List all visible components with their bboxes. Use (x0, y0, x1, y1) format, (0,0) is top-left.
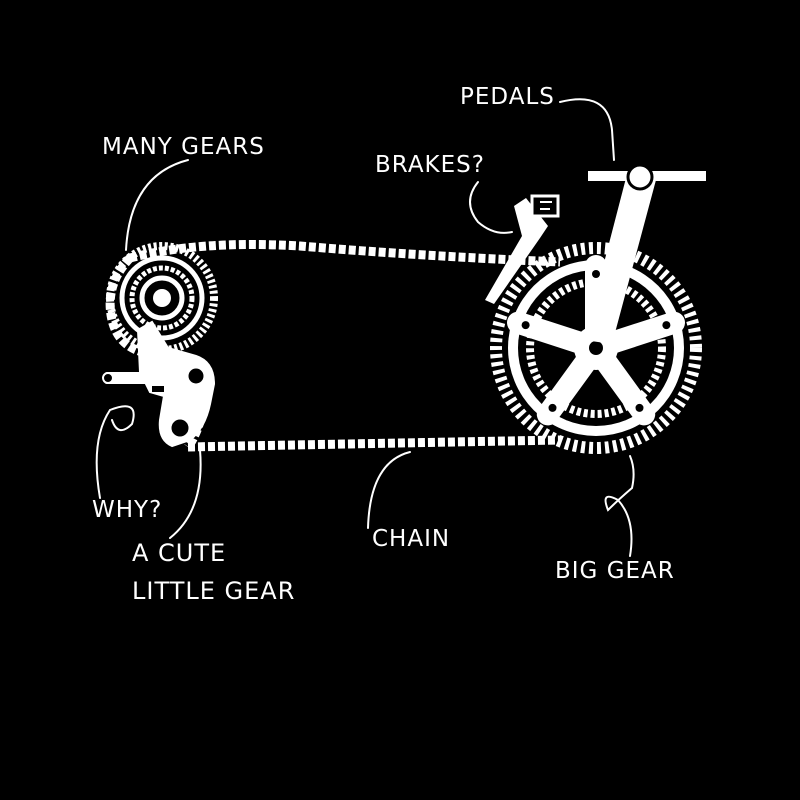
label-cute-gear-line1: A CUTE (132, 539, 227, 567)
leader-lines (95, 98, 635, 557)
label-chain: CHAIN (372, 526, 451, 552)
leader-pedals (559, 98, 615, 161)
derailleur-arm (104, 372, 174, 384)
spider-bolt (592, 270, 600, 278)
jockey-wheel-lower (168, 416, 192, 440)
label-big-gear: BIG GEAR (555, 558, 675, 584)
brake-clamp (530, 194, 560, 218)
derailleur-slot (152, 386, 164, 392)
spider-bolt (521, 321, 530, 330)
leader-cute-gear (169, 449, 202, 539)
label-why: WHY? (92, 497, 163, 523)
label-cute-gear-line2: LITTLE GEAR (132, 577, 296, 605)
leader-big-gear (604, 455, 635, 557)
pedal-axle (626, 163, 654, 191)
brake-arm (485, 198, 548, 304)
leader-many-gears (125, 159, 189, 251)
label-many-gears: MANY GEARS (102, 134, 265, 160)
chain-lower-run (187, 435, 561, 452)
spider-bolt (635, 403, 644, 412)
brake-clamp-mark (540, 201, 552, 210)
leader-brakes (469, 181, 513, 234)
label-brakes: BRAKES? (375, 152, 485, 178)
spider-bolt (548, 403, 557, 412)
derailleur-body (136, 320, 216, 448)
cassette-hub (153, 289, 171, 307)
cassette-ring-4 (139, 275, 185, 321)
cassette-ring-3 (129, 265, 195, 331)
crank-arm (584, 178, 656, 344)
crank-bolt (589, 341, 603, 355)
cassette-outer-teeth (106, 242, 218, 354)
chainring-teeth (490, 242, 702, 454)
crank-and-pedal (584, 163, 706, 344)
rear-derailleur (102, 320, 216, 448)
jockey-wheel-upper (185, 365, 207, 387)
leader-chain (367, 451, 411, 529)
spider-bolt (662, 321, 671, 330)
label-pedals: PEDALS (460, 84, 555, 110)
brake-assembly (485, 194, 560, 304)
leader-why (95, 405, 135, 499)
derailleur-bolt (102, 372, 114, 384)
